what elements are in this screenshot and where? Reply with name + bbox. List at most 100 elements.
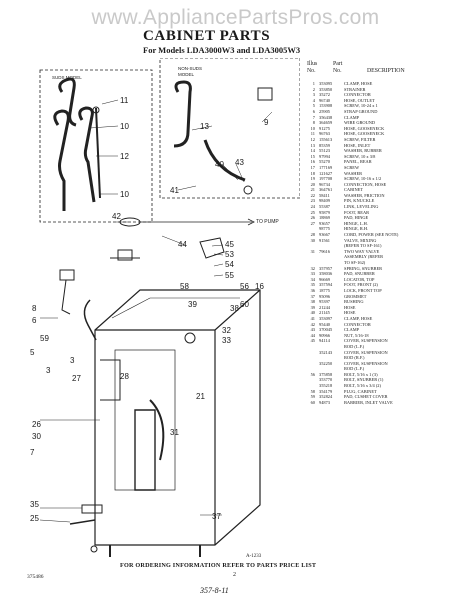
parts-cell-pn: 93657 bbox=[319, 220, 330, 226]
parts-cell-no: 26 bbox=[310, 215, 315, 221]
header-no-1: No. bbox=[307, 68, 316, 74]
callout-number: 59 bbox=[40, 334, 49, 343]
parts-cell-desc: VALVE, MIXING bbox=[344, 237, 377, 243]
callout-number: 12 bbox=[120, 152, 129, 161]
parts-cell-desc: CORD, POWER (SEE NOTE) bbox=[344, 232, 399, 238]
parts-cell-pn: 352143 bbox=[319, 349, 333, 355]
parts-cell-no: 56 bbox=[310, 371, 315, 377]
callout-number: 56 bbox=[240, 282, 249, 291]
parts-cell-no: 6 bbox=[312, 108, 315, 114]
parts-cell-desc: CONNECTION, HOSE bbox=[344, 181, 387, 187]
parts-cell-no: 59 bbox=[310, 394, 315, 400]
parts-cell-desc: SCREW, FILTER bbox=[344, 136, 376, 142]
parts-cell-desc: PAD, SNUBBER bbox=[344, 271, 375, 277]
parts-cell-desc: SCREW, 10 x 3/8 bbox=[344, 153, 376, 159]
nonsuds-label-line-1: NON-SUDS bbox=[178, 66, 203, 71]
parts-cell-no: 16 bbox=[310, 159, 315, 165]
leveling-link bbox=[69, 519, 96, 525]
parts-cell-no: 23 bbox=[310, 198, 315, 204]
parts-cell-desc: BOLT, 5/16 x 1 (3) bbox=[344, 371, 378, 377]
callout-number: 25 bbox=[30, 514, 39, 523]
callout-number: 53 bbox=[225, 250, 234, 259]
parts-cell-no: 40 bbox=[310, 310, 315, 316]
parts-cell-desc: ASSEMBLY (REFER bbox=[344, 254, 384, 260]
parts-cell-no: 36 bbox=[310, 287, 315, 293]
parts-cell-pn: 94114 bbox=[319, 338, 330, 344]
parts-cell-desc: COVER, SUSPENSION bbox=[344, 349, 388, 355]
callout-number: 42 bbox=[112, 212, 121, 221]
cabinet-exploded-diagram bbox=[39, 58, 300, 557]
callout-number: 3 bbox=[70, 356, 75, 365]
parts-cell-pn: 353095 bbox=[319, 81, 333, 86]
parts-cell-pn: 177169 bbox=[319, 164, 333, 170]
parts-cell-pn: 197708 bbox=[319, 176, 333, 182]
cabinet-top-inner bbox=[111, 297, 240, 319]
callout-number: 32 bbox=[222, 326, 231, 335]
parts-cell-no: 10 bbox=[310, 125, 315, 131]
callout-number: 44 bbox=[178, 240, 187, 249]
parts-cell-desc: LINK, LEVELING bbox=[344, 204, 379, 210]
nonsuds-label-line-2: MODEL bbox=[178, 72, 195, 77]
callout-number: 31 bbox=[170, 428, 179, 437]
parts-cell-pn: 356438 bbox=[319, 114, 333, 120]
callout-number: 37 bbox=[212, 512, 221, 521]
diagram-ref-code: A-1233 bbox=[246, 554, 262, 559]
suds-model-label: SUDS MODEL bbox=[52, 75, 82, 80]
parts-cell-pn: 85359 bbox=[319, 142, 330, 148]
handwritten-note: 357-8-11 bbox=[200, 586, 229, 595]
parts-cell-pn: 90966 bbox=[319, 332, 330, 338]
parts-cell-desc: CLAMP, HOSE bbox=[344, 315, 373, 321]
parts-cell-pn: 357957 bbox=[319, 265, 333, 271]
page-number: 2 bbox=[233, 572, 236, 578]
parts-cell-desc: BARRIER, INLET VALVE bbox=[344, 399, 393, 405]
nonsuds-model-label: NON-SUDS MODEL bbox=[178, 66, 202, 78]
parts-cell-pn: 357594 bbox=[319, 282, 333, 288]
parts-table-row: ROD (R.F.) bbox=[303, 355, 471, 361]
parts-cell-pn: 79616 bbox=[319, 248, 330, 254]
parts-cell-no: 2 bbox=[312, 86, 315, 92]
header-part: Part bbox=[333, 61, 343, 67]
parts-cell-desc: CLAMP bbox=[344, 327, 360, 333]
watermark: www.AppliancePartsPros.com bbox=[91, 6, 380, 29]
parts-cell-pn: 355218 bbox=[319, 383, 333, 389]
parts-cell-pn: 353097 bbox=[319, 315, 333, 321]
parts-cell-desc: ROD (L.F.) bbox=[344, 366, 365, 372]
snubber-spring bbox=[184, 332, 196, 344]
parts-cell-no: 38 bbox=[310, 299, 315, 305]
callout-number: 9 bbox=[264, 118, 269, 127]
callout-number: 21 bbox=[196, 392, 205, 401]
ordering-info: FOR ORDERING INFORMATION REFER TO PARTS … bbox=[120, 562, 317, 569]
callout-number: 45 bbox=[225, 240, 234, 249]
parts-cell-pn: 95440 bbox=[319, 321, 330, 327]
parts-cell-desc: ROD (L.F.) bbox=[344, 343, 365, 349]
parts-cell-no: 28 bbox=[310, 232, 315, 238]
parts-cell-pn: 364659 bbox=[319, 120, 333, 126]
parts-cell-no: 22 bbox=[310, 192, 315, 198]
page-subtitle: For Models LDA3000W3 and LDA3005W3 bbox=[143, 45, 301, 55]
parts-cell-pn: 354179 bbox=[319, 388, 333, 394]
parts-cell-pn: 58411 bbox=[319, 192, 330, 198]
callout-number: 41 bbox=[170, 186, 179, 195]
parts-cell-desc: COVER, SUSPENSION bbox=[344, 338, 388, 344]
parts-cell-pn: 55387 bbox=[319, 204, 330, 210]
parts-cell-desc: HOSE bbox=[344, 310, 356, 316]
power-cord bbox=[83, 299, 97, 341]
parts-cell-desc: TWO WAY VALVE bbox=[344, 248, 380, 254]
parts-cell-desc: SCREW bbox=[344, 164, 360, 170]
parts-cell-desc: CLAMP bbox=[344, 114, 360, 120]
